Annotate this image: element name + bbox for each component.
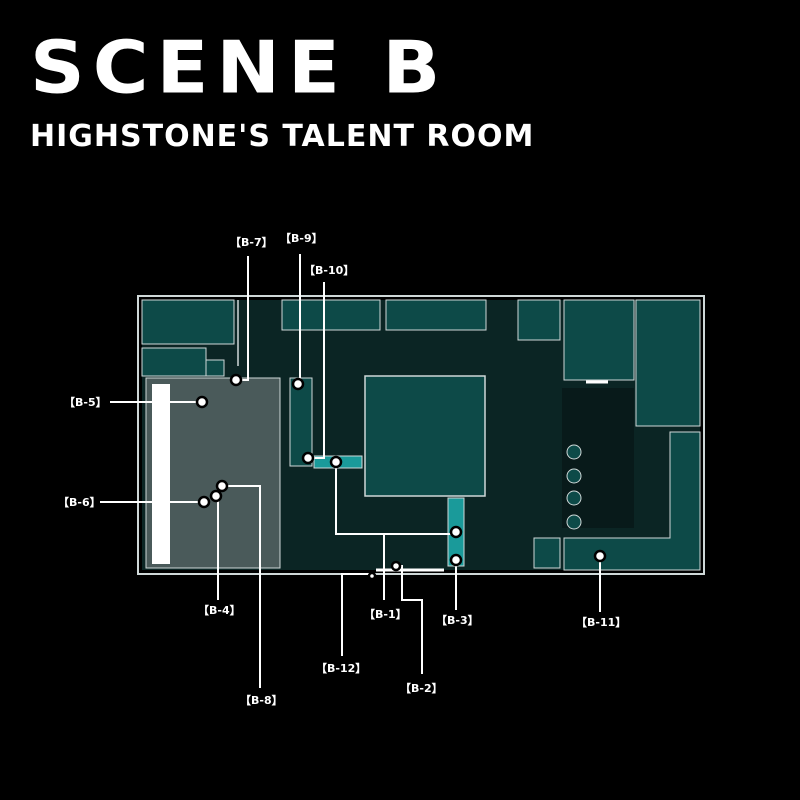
shelf-top-left	[141, 299, 235, 345]
pin-b4[interactable]	[209, 489, 223, 503]
label-b4: 【B-4】	[198, 604, 241, 617]
pin-b6[interactable]	[197, 495, 211, 509]
pin-b12[interactable]	[367, 571, 377, 581]
label-b8: 【B-8】	[240, 694, 283, 707]
room-right-tall	[635, 299, 701, 427]
label-b12: 【B-12】	[316, 662, 366, 675]
label-b1: 【B-1】	[364, 608, 407, 621]
counter-top-2	[385, 299, 487, 331]
label-b2: 【B-2】	[400, 682, 443, 695]
pin-b3[interactable]	[449, 553, 463, 567]
stool	[566, 444, 582, 460]
pin-b2[interactable]	[390, 560, 402, 572]
pin-b7[interactable]	[229, 373, 243, 387]
shelf-small-left	[205, 359, 225, 377]
label-b7: 【B-7】	[230, 236, 273, 249]
page-title: SCENE B	[30, 25, 449, 110]
room-right-block	[563, 299, 635, 381]
leader-b12	[341, 573, 370, 656]
label-b6: 【B-6】	[58, 496, 101, 509]
bar-cabinet	[533, 537, 561, 569]
room-right-small	[517, 299, 561, 341]
label-b10: 【B-10】	[304, 264, 354, 277]
center-table	[364, 375, 486, 497]
stool	[566, 490, 582, 506]
stool	[566, 468, 582, 484]
pin-b5[interactable]	[195, 395, 209, 409]
label-b3: 【B-3】	[436, 614, 479, 627]
pin-b3-upper[interactable]	[449, 525, 463, 539]
leader-b10	[310, 282, 325, 459]
counter-top-1	[281, 299, 381, 331]
pin-b9[interactable]	[291, 377, 305, 391]
label-b11: 【B-11】	[576, 616, 626, 629]
pin-b10[interactable]	[301, 451, 315, 465]
pin-b8[interactable]	[215, 479, 229, 493]
stool	[566, 514, 582, 530]
page-subtitle: HIGHSTONE'S TALENT ROOM	[30, 119, 535, 154]
label-b5: 【B-5】	[64, 396, 107, 409]
pin-b11[interactable]	[593, 549, 607, 563]
leader-b8	[222, 485, 261, 688]
room-outline	[137, 295, 705, 575]
stage-light-strip	[152, 384, 170, 564]
shelf-mid-left	[141, 347, 207, 377]
pin-b1[interactable]	[329, 455, 343, 469]
bar-counter	[563, 431, 701, 571]
leader-b1	[335, 462, 456, 600]
label-b9: 【B-9】	[280, 232, 323, 245]
